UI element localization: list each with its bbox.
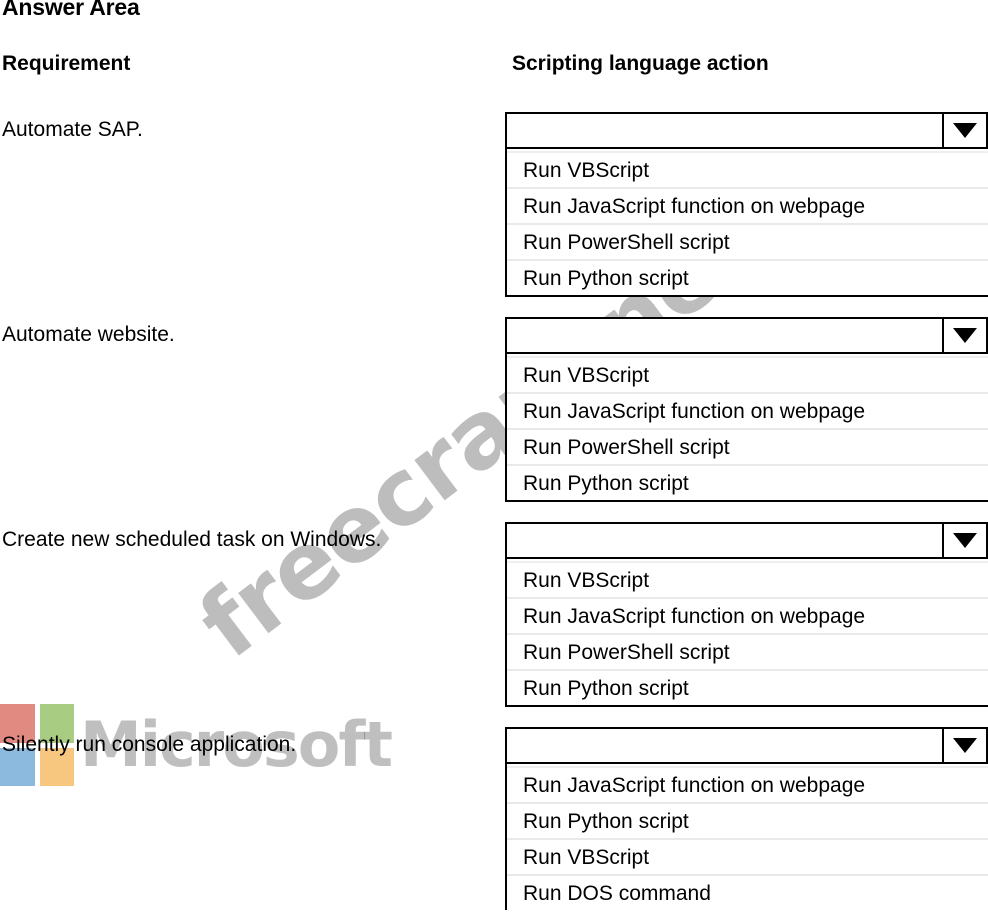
selected-value-3 — [507, 524, 942, 557]
dropdown-group-2: Run VBScript Run JavaScript function on … — [505, 317, 988, 502]
dropdown-options-3: Run VBScript Run JavaScript function on … — [505, 559, 988, 707]
dropdown-option[interactable]: Run JavaScript function on webpage — [507, 597, 988, 633]
selected-value-4 — [507, 729, 942, 762]
dropdown-option[interactable]: Run JavaScript function on webpage — [507, 392, 988, 428]
page-title: Answer Area — [2, 0, 140, 20]
dropdown-option[interactable]: Run VBScript — [507, 838, 988, 874]
scripting-language-action-select-4[interactable] — [505, 727, 988, 764]
dropdown-option[interactable]: Run PowerShell script — [507, 223, 988, 259]
scripting-language-action-select-3[interactable] — [505, 522, 988, 559]
selected-value-1 — [507, 114, 942, 147]
dropdown-options-2: Run VBScript Run JavaScript function on … — [505, 354, 988, 502]
chevron-down-icon — [953, 533, 977, 548]
dropdown-option[interactable]: Run VBScript — [507, 151, 988, 187]
dropdown-option[interactable]: Run PowerShell script — [507, 633, 988, 669]
dropdown-group-4: Run JavaScript function on webpage Run P… — [505, 727, 988, 910]
dropdown-option[interactable]: Run DOS command — [507, 874, 988, 910]
requirement-label-3: Create new scheduled task on Windows. — [2, 528, 382, 551]
dropdown-option[interactable]: Run PowerShell script — [507, 428, 988, 464]
dropdown-options-1: Run VBScript Run JavaScript function on … — [505, 149, 988, 297]
dropdown-toggle-1[interactable] — [942, 114, 986, 147]
requirement-label-2: Automate website. — [2, 323, 175, 346]
chevron-down-icon — [953, 738, 977, 753]
dropdown-option[interactable]: Run JavaScript function on webpage — [507, 187, 988, 223]
dropdown-option[interactable]: Run VBScript — [507, 356, 988, 392]
column-header-action: Scripting language action — [512, 52, 769, 75]
selected-value-2 — [507, 319, 942, 352]
dropdown-toggle-2[interactable] — [942, 319, 986, 352]
scripting-language-action-select-2[interactable] — [505, 317, 988, 354]
chevron-down-icon — [953, 123, 977, 138]
dropdown-option[interactable]: Run Python script — [507, 464, 988, 500]
requirement-label-1: Automate SAP. — [2, 118, 143, 141]
dropdown-option[interactable]: Run VBScript — [507, 561, 988, 597]
dropdown-options-4: Run JavaScript function on webpage Run P… — [505, 764, 988, 910]
dropdown-toggle-4[interactable] — [942, 729, 986, 762]
requirement-label-4: Silently run console application. — [2, 733, 297, 756]
scripting-language-action-select-1[interactable] — [505, 112, 988, 149]
chevron-down-icon — [953, 328, 977, 343]
column-header-requirement: Requirement — [2, 52, 131, 75]
dropdown-option[interactable]: Run Python script — [507, 802, 988, 838]
dropdown-option[interactable]: Run Python script — [507, 259, 988, 295]
dropdown-group-3: Run VBScript Run JavaScript function on … — [505, 522, 988, 707]
dropdown-option[interactable]: Run Python script — [507, 669, 988, 705]
dropdown-group-1: Run VBScript Run JavaScript function on … — [505, 112, 988, 297]
dropdown-toggle-3[interactable] — [942, 524, 986, 557]
dropdown-option[interactable]: Run JavaScript function on webpage — [507, 766, 988, 802]
